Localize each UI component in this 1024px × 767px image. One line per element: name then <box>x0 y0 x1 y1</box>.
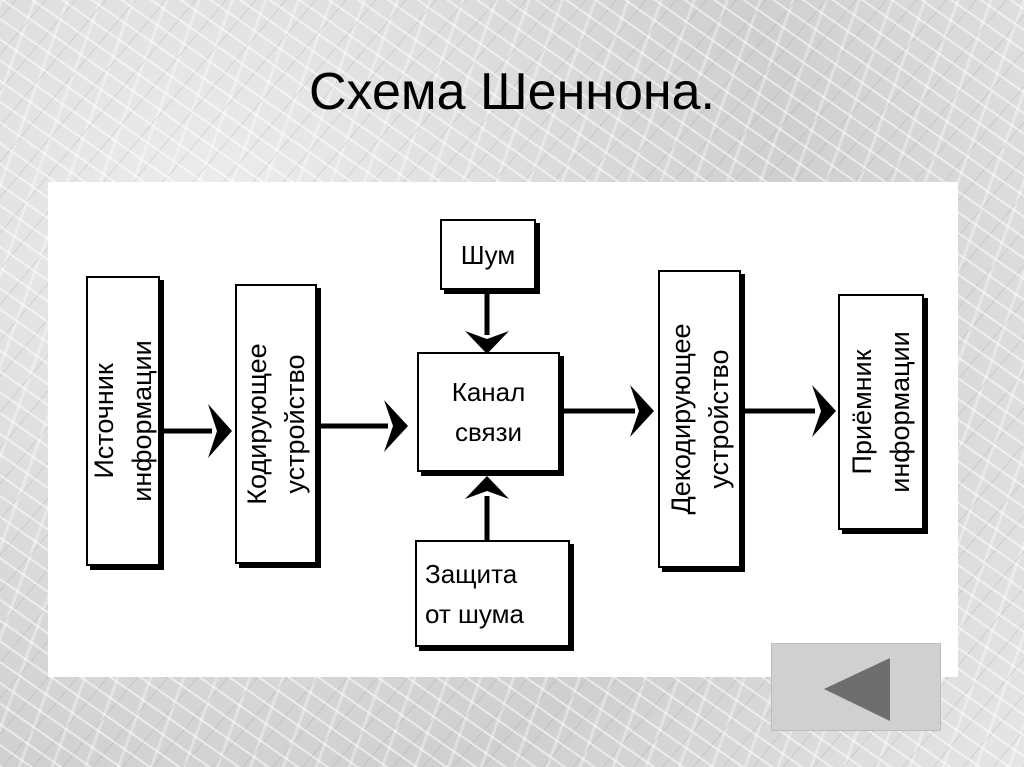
protection-box: Защита от шума <box>415 540 570 647</box>
encoder-label: Кодирующее устройство <box>242 343 310 505</box>
noise-label: Шум <box>460 239 516 270</box>
receiver-box: Приёмник информации <box>838 294 924 530</box>
decoder-label: Декодирующее устройство <box>665 323 734 515</box>
channel-label: Канал связи <box>451 377 526 447</box>
noise-box: Шум <box>440 219 536 290</box>
encoder-box: Кодирующее устройство <box>235 284 317 564</box>
decoder-box: Декодирующее устройство <box>658 270 741 568</box>
source-box: Источник информации <box>86 276 160 566</box>
receiver-label: Приёмник информации <box>847 331 915 493</box>
triangle-left-icon <box>824 658 890 721</box>
back-button[interactable] <box>771 643 941 731</box>
protection-label: Защита от шума <box>425 558 524 629</box>
source-label: Источник информации <box>89 340 157 502</box>
slide-title: Схема Шеннона. <box>308 63 716 121</box>
channel-box: Канал связи <box>417 352 560 472</box>
